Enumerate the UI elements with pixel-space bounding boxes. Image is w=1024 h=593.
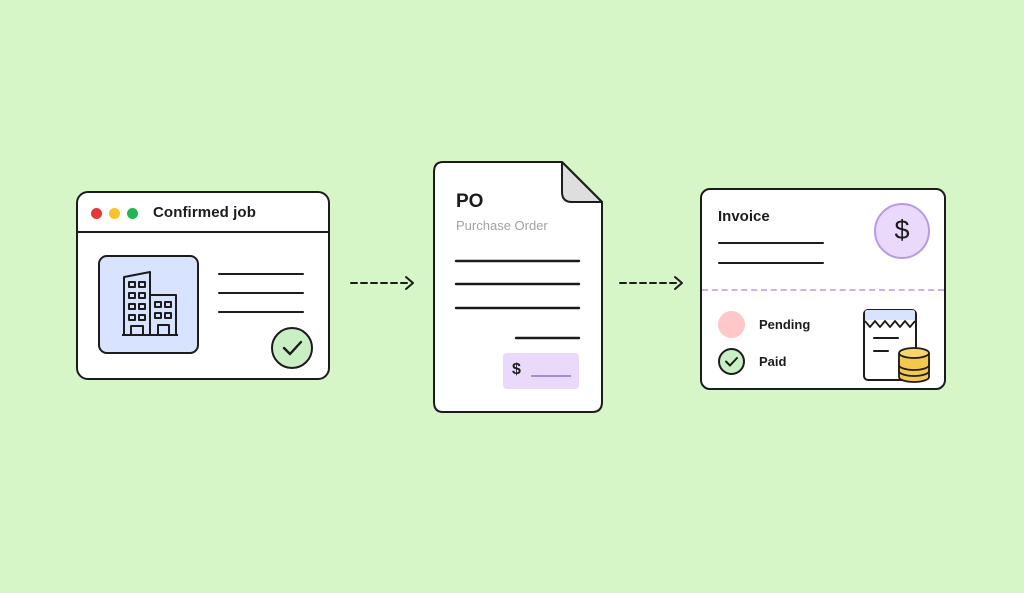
check-icon [282, 340, 303, 356]
dollar-coin-icon: $ [874, 203, 930, 259]
building-image [98, 255, 199, 354]
window-titlebar: Confirmed job [78, 193, 328, 233]
dashed-divider [702, 289, 944, 291]
text-placeholder-line [218, 311, 304, 313]
window-close-dot [91, 208, 102, 219]
paid-status-badge [718, 348, 745, 375]
purchase-order-document [433, 161, 603, 413]
confirmed-check-badge [271, 327, 313, 369]
text-placeholder-line [718, 262, 824, 264]
pending-status-dot [718, 311, 745, 338]
dashed-arrow-right-icon [619, 276, 683, 290]
receipt-with-coins-icon [863, 309, 930, 383]
check-icon [725, 357, 738, 367]
invoice-card: Invoice $ Pending Paid [700, 188, 946, 390]
dollar-sign: $ [894, 215, 910, 245]
po-subtitle: Purchase Order [456, 218, 548, 233]
po-title: PO [456, 191, 484, 212]
window-minimize-dot [109, 208, 120, 219]
confirmed-job-card: Confirmed job [76, 191, 330, 380]
dollar-sign: $ [512, 361, 521, 378]
window-maximize-dot [127, 208, 138, 219]
text-placeholder-line [718, 242, 824, 244]
invoice-title: Invoice [718, 208, 770, 225]
text-placeholder-line [218, 292, 304, 294]
amount-placeholder-line [531, 375, 571, 377]
pending-status-label: Pending [759, 317, 811, 332]
po-amount-field: $ [503, 353, 579, 389]
confirmed-job-title: Confirmed job [153, 204, 256, 221]
paid-status-label: Paid [759, 354, 787, 369]
building-icon [122, 271, 178, 336]
text-placeholder-line [218, 273, 304, 275]
dashed-arrow-right-icon [350, 276, 414, 290]
